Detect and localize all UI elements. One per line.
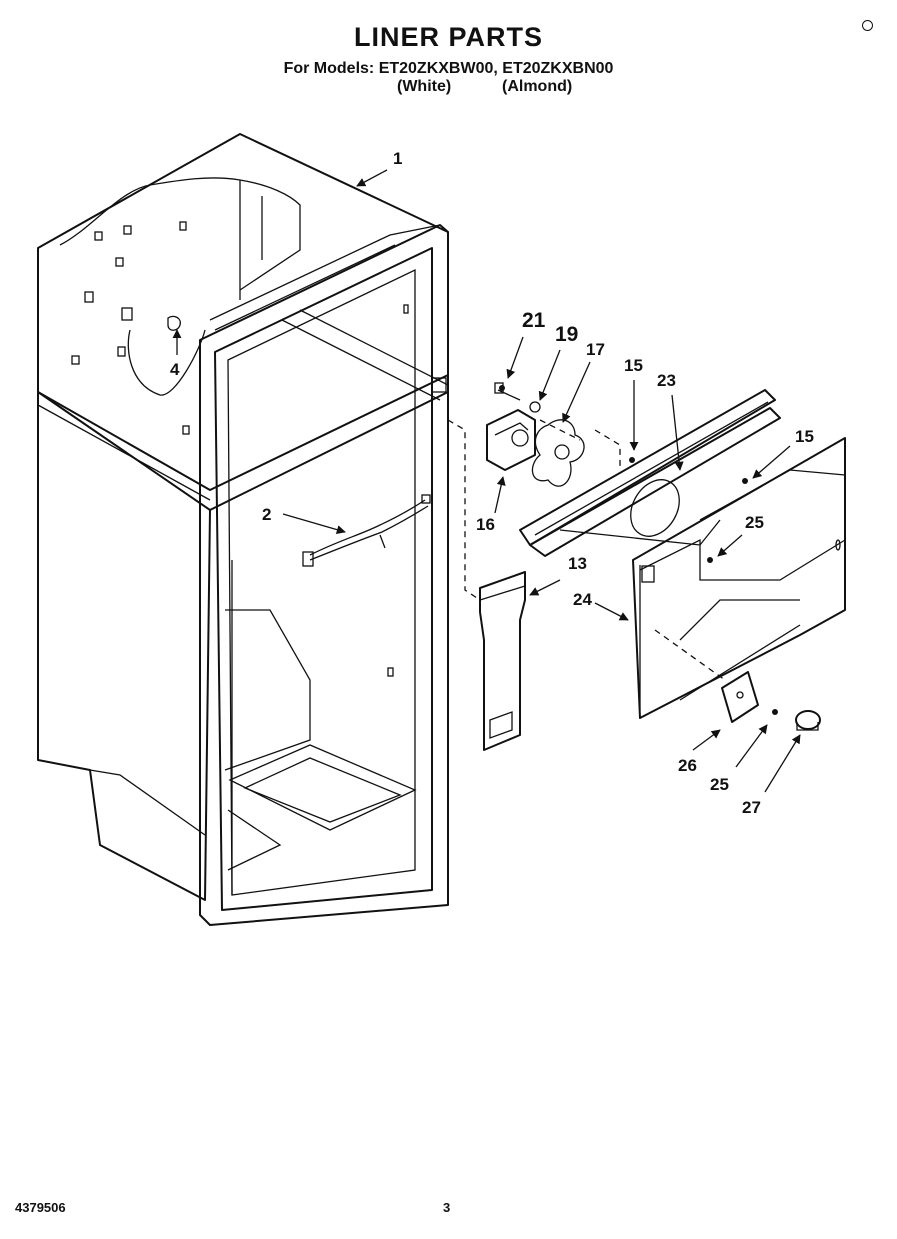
part-13-duct — [479, 571, 526, 751]
callout-27: 27 — [742, 798, 761, 817]
color-almond: (Almond) — [502, 78, 573, 95]
callout-labels: 1 4 2 21 19 17 15 23 15 25 16 13 24 26 2… — [170, 149, 814, 817]
callout-1: 1 — [393, 149, 402, 168]
callout-15a: 15 — [624, 356, 643, 375]
callout-19: 19 — [555, 323, 578, 346]
callout-4: 4 — [170, 360, 180, 379]
callout-23: 23 — [657, 371, 676, 390]
callout-16: 16 — [476, 515, 495, 534]
part-4-clip — [167, 315, 181, 331]
part-27-knob — [795, 710, 821, 731]
part-26-plate — [721, 671, 759, 723]
callout-17: 17 — [586, 340, 605, 359]
fan-motor-assembly — [486, 382, 585, 487]
part-2-harness — [302, 494, 431, 567]
corner-mark — [862, 20, 873, 31]
liner-cabinet — [37, 133, 449, 926]
color-white: (White) — [397, 78, 452, 95]
leader-arrows — [172, 169, 801, 793]
callout-15b: 15 — [795, 427, 814, 446]
callout-26: 26 — [678, 756, 697, 775]
page-number: 3 — [443, 1200, 451, 1215]
screws — [499, 385, 778, 715]
callout-25b: 25 — [710, 775, 729, 794]
callout-24: 24 — [573, 590, 592, 609]
page-title: LINER PARTS — [353, 22, 543, 52]
callout-13: 13 — [568, 554, 587, 573]
part-number: 4379506 — [15, 1200, 66, 1215]
part-24-panel — [632, 437, 846, 719]
part-23-grille — [519, 389, 781, 557]
callout-25a: 25 — [745, 513, 764, 532]
models-line: For Models: ET20ZKXBW00, ET20ZKXBN00 — [283, 60, 614, 77]
callout-21: 21 — [522, 309, 546, 332]
callout-2: 2 — [262, 505, 271, 524]
